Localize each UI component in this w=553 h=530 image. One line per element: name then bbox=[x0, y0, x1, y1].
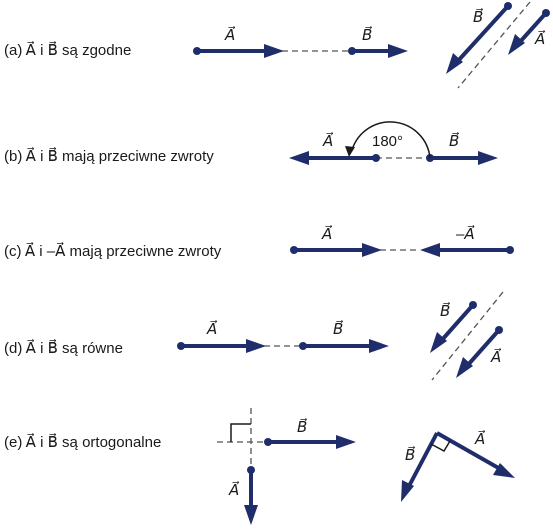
row-a-diagonal-vector-A-head bbox=[508, 34, 525, 55]
row-e-rotated-label-B: B⃗ bbox=[405, 445, 415, 464]
row-a-diagonal-vector-B bbox=[455, 4, 510, 64]
row-a-diagonal-vector-B-head bbox=[446, 53, 463, 74]
row-e-rotated-vector-A bbox=[436, 431, 503, 472]
row-e-vector-B-tail bbox=[264, 438, 272, 446]
row-a-label-B: B⃗ bbox=[362, 25, 372, 44]
row-a-vector-B-head bbox=[388, 44, 408, 58]
row-e-label-A: A⃗ bbox=[228, 480, 239, 499]
row-d-diagonal-dashed-line bbox=[431, 291, 504, 381]
row-d-vector-B-head bbox=[369, 339, 389, 353]
row-b-vector-A-tail bbox=[372, 154, 380, 162]
row-d-diagonal-vector-B bbox=[439, 303, 475, 343]
row-e-right-angle-marker bbox=[230, 423, 251, 442]
row-e-rotated-vector-B bbox=[406, 432, 439, 489]
row-c-label-A: A⃗ bbox=[321, 224, 332, 243]
caption-row-a: (a) A⃗ i B⃗ są zgodne bbox=[4, 40, 131, 59]
row-d-diagonal-label-B: B⃗ bbox=[440, 301, 450, 320]
row-b-angle-arc-arrowhead bbox=[345, 146, 355, 157]
row-a-diagram bbox=[193, 1, 550, 89]
row-c-vector-negA-head bbox=[420, 243, 440, 257]
caption-row-c: (c) A⃗ i –A⃗ mają przeciwne zwroty bbox=[4, 241, 222, 260]
row-b-vector-B-head bbox=[478, 151, 498, 165]
caption-row-d: (d) A⃗ i B⃗ są równe bbox=[4, 338, 123, 357]
caption-row-b: (b) A⃗ i B⃗ mają przeciwne zwroty bbox=[4, 146, 214, 165]
row-e-label-B: B⃗ bbox=[297, 417, 307, 436]
row-d-diagonal-vector-A-head bbox=[456, 357, 473, 378]
row-a-label-A: A⃗ bbox=[224, 25, 235, 44]
row-c-vector-A-tail bbox=[290, 246, 298, 254]
row-b-vector-A-head bbox=[289, 151, 309, 165]
row-c-vector-A-head bbox=[362, 243, 382, 257]
row-a-diagonal-vector-A-tail bbox=[542, 9, 550, 17]
row-e-vector-A-head bbox=[244, 505, 258, 525]
row-a-vector-A-tail bbox=[193, 47, 201, 55]
row-d-vector-A-tail bbox=[177, 342, 185, 350]
row-e-rotated-right-angle-marker bbox=[430, 440, 451, 452]
row-a-diagonal-vector-A bbox=[517, 11, 548, 45]
row-d-diagonal-vector-A bbox=[465, 328, 501, 368]
row-b-label-A: A⃗ bbox=[322, 131, 333, 150]
row-d-diagonal-vector-B-tail bbox=[469, 301, 477, 309]
row-a-vector-A-head bbox=[264, 44, 284, 58]
row-e-rotated-vector-B-head bbox=[401, 480, 414, 502]
caption-row-e: (e) A⃗ i B⃗ są ortogonalne bbox=[4, 432, 161, 451]
row-d-label-A: A⃗ bbox=[206, 319, 217, 338]
row-a-vector-B-tail bbox=[348, 47, 356, 55]
row-e-rotated-vector-A-head bbox=[493, 463, 515, 478]
row-d-diagonal-vector-B-head bbox=[430, 332, 447, 353]
row-d-label-B: B⃗ bbox=[333, 319, 343, 338]
row-a-diagonal-label-A: A⃗ bbox=[534, 29, 545, 48]
row-d-vector-B-tail bbox=[299, 342, 307, 350]
row-e-diagram bbox=[217, 408, 515, 525]
row-c-diagram bbox=[290, 243, 514, 257]
row-e-rotated-label-A: A⃗ bbox=[474, 429, 485, 448]
row-d-vector-A-head bbox=[246, 339, 266, 353]
row-d-diagonal-vector-A-tail bbox=[495, 326, 503, 334]
row-c-vector-negA-tail bbox=[506, 246, 514, 254]
row-d-diagonal-label-A: A⃗ bbox=[490, 347, 501, 366]
row-a-diagonal-label-B: B⃗ bbox=[473, 7, 483, 26]
row-c-label-negA: –A⃗ bbox=[455, 224, 475, 243]
row-b-diagram bbox=[289, 121, 498, 165]
row-b-angle-label: 180° bbox=[372, 133, 403, 150]
row-d-diagram bbox=[177, 291, 504, 381]
row-a-diagonal-vector-B-tail bbox=[504, 2, 512, 10]
row-b-label-B: B⃗ bbox=[449, 131, 459, 150]
row-a-diagonal-dashed-line bbox=[457, 1, 531, 89]
row-e-vector-B-head bbox=[336, 435, 356, 449]
row-e-vector-A-tail bbox=[247, 466, 255, 474]
row-b-angle-arc bbox=[351, 121, 431, 159]
